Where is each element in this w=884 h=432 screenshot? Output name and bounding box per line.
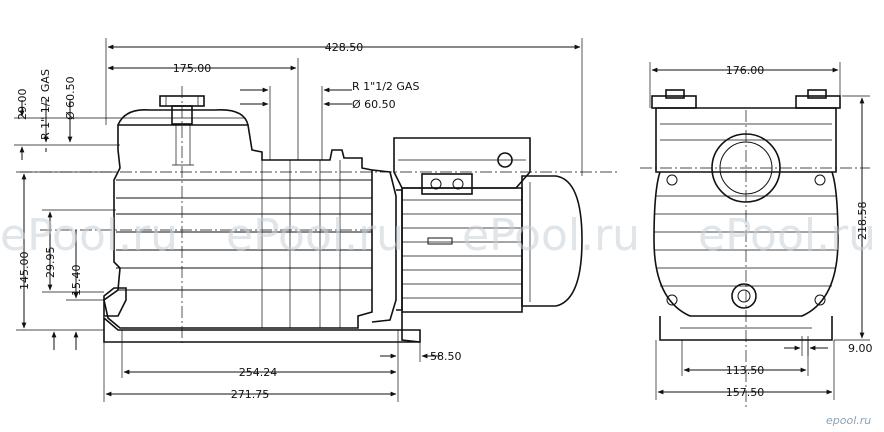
dim-height-mid: 29.95 bbox=[44, 247, 57, 279]
dim-height-total: 145.00 bbox=[18, 252, 31, 291]
dim-foot-offset: 58.50 bbox=[430, 350, 462, 363]
dim-base-b: 271.75 bbox=[231, 388, 270, 401]
dim-height-low: 15.40 bbox=[70, 265, 83, 297]
dim-inlet-offset: 29.00 bbox=[16, 89, 29, 121]
inlet-diameter-label: Ø 60.50 bbox=[64, 76, 77, 120]
outlet-diameter-label: Ø 60.50 bbox=[352, 98, 396, 111]
side-view: 176.00 218.58 113.50 157.50 9.00 bbox=[640, 62, 873, 408]
dim-foot-spacing: 113.50 bbox=[726, 364, 765, 377]
watermark: ePool.ru bbox=[226, 210, 404, 261]
watermark: ePool.ru bbox=[0, 210, 178, 261]
dim-base-width: 157.50 bbox=[726, 386, 765, 399]
dim-width-top: 176.00 bbox=[726, 64, 765, 77]
dim-side-height: 218.58 bbox=[856, 202, 869, 241]
dim-hole: 9.00 bbox=[848, 342, 873, 355]
outlet-thread-label: R 1"1/2 GAS bbox=[352, 80, 419, 93]
dim-pump-length: 175.00 bbox=[173, 62, 212, 75]
front-view: 428.50 175.00 R 1"1/2 GAS Ø 60.50 29.00 … bbox=[14, 38, 620, 402]
inlet-thread-label: R 1" 1/2 GAS bbox=[39, 69, 52, 140]
dim-base-a: 254.24 bbox=[239, 366, 278, 379]
dim-overall-length: 428.50 bbox=[325, 41, 364, 54]
watermark: ePool.ru bbox=[462, 210, 640, 261]
watermark-group: ePool.ru ePool.ru ePool.ru ePool.ru bbox=[0, 210, 876, 261]
watermark: ePool.ru bbox=[698, 210, 876, 261]
brand-logo: epool.ru bbox=[826, 414, 871, 427]
